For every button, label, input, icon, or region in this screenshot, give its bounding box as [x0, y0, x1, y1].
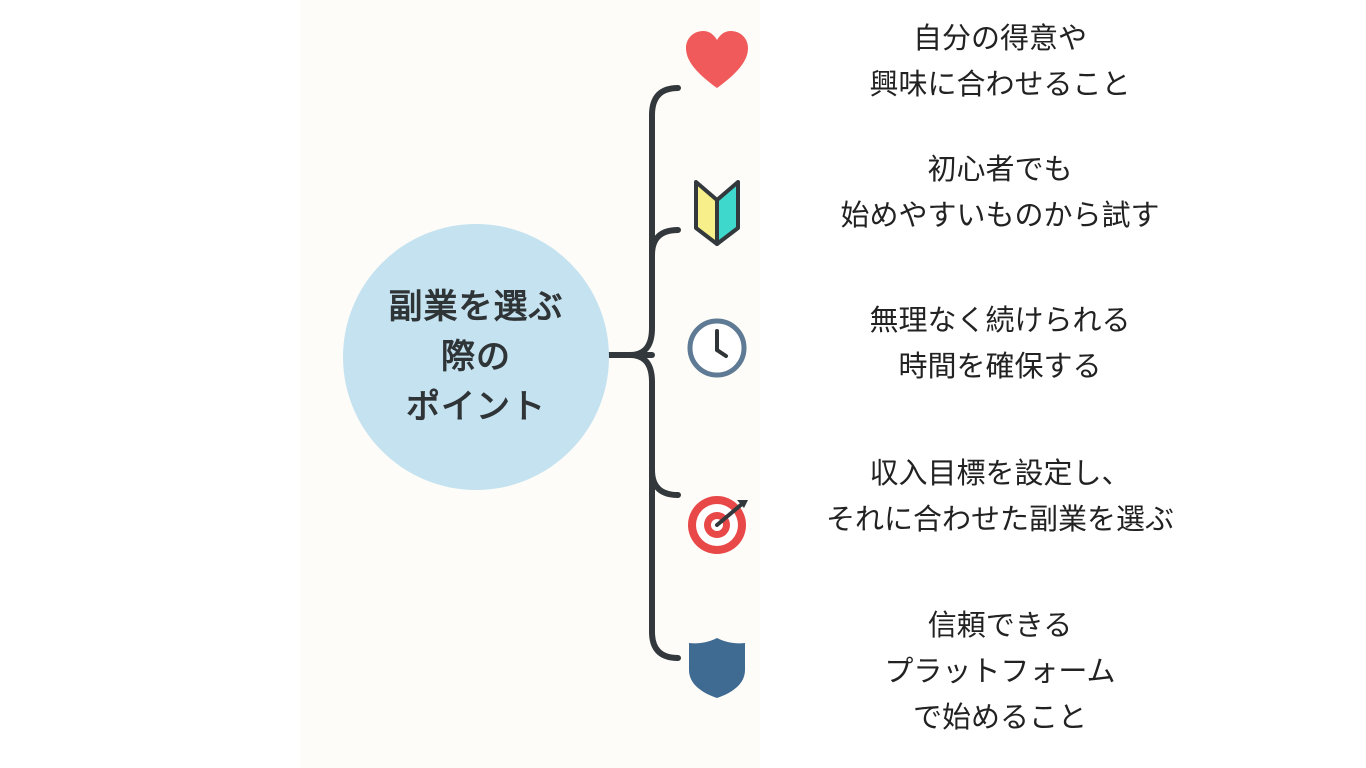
connector-branch-1 [627, 85, 681, 358]
heart-icon [682, 26, 752, 96]
center-title-line-3: ポイント [406, 387, 546, 427]
connector-branch-2 [649, 227, 681, 258]
center-title-line-2: 際の [441, 337, 511, 377]
branch-2-line-2: 始めやすいものから試す [840, 198, 1160, 232]
branch-5-line-2: プラットフォーム [884, 654, 1116, 688]
beginner-mark-icon [682, 178, 752, 248]
branch-3-line-1: 無理なく続けられる [869, 303, 1131, 337]
branch-5-line-3: で始めること [912, 700, 1087, 734]
branch-3-line-2: 時間を確保する [898, 349, 1102, 383]
branch-label-3: 無理なく続けられる 時間を確保する [800, 297, 1200, 389]
center-title-line-1: 副業を選ぶ [388, 287, 564, 327]
branch-5-line-1: 信頼できる [927, 608, 1073, 642]
center-hub: 副業を選ぶ 際の ポイント [343, 224, 609, 490]
branch-label-4: 収入目標を設定し、 それに合わせた副業を選ぶ [800, 450, 1200, 542]
branch-label-1: 自分の得意や 興味に合わせること [800, 15, 1200, 107]
connector-branch-4 [649, 467, 681, 498]
target-icon [682, 490, 752, 560]
clock-icon [682, 313, 752, 383]
branch-1-line-1: 自分の得意や [912, 21, 1087, 55]
connector-branch-5 [627, 352, 681, 661]
branch-label-2: 初心者でも 始めやすいものから試す [800, 146, 1200, 238]
branch-label-5: 信頼できる プラットフォーム で始めること [800, 602, 1200, 740]
branch-2-line-1: 初心者でも [927, 152, 1073, 186]
branch-4-line-2: それに合わせた副業を選ぶ [825, 502, 1174, 536]
branch-1-line-2: 興味に合わせること [869, 67, 1131, 101]
shield-icon [682, 632, 752, 702]
branch-4-line-1: 収入目標を設定し、 [869, 456, 1131, 490]
